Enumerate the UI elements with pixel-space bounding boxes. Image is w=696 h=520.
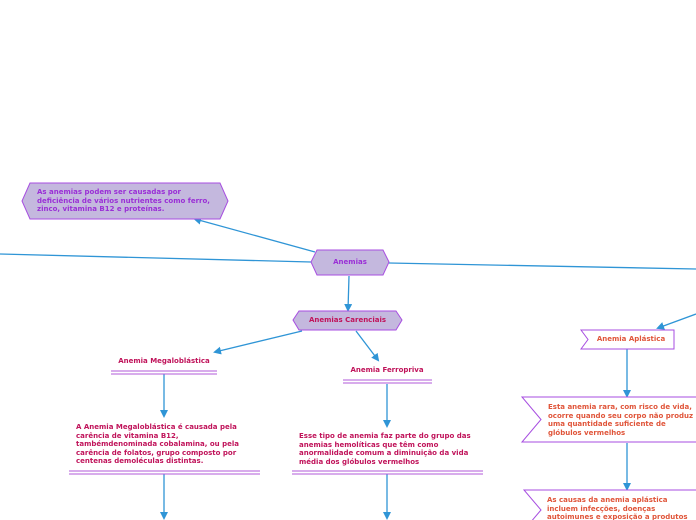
ferropriva-description-text[interactable]: Esse tipo de anemia faz parte do grupo d… [299,432,471,466]
aplastica-node-shape[interactable] [580,329,675,350]
aplastica-description-text[interactable]: Esta anemia rara, com risco de vida, oco… [548,403,694,437]
carenciais-node-label[interactable]: Anemias Carenciais [308,316,387,324]
connector-root-to-carenciais [344,275,353,312]
aplastica-node-label[interactable]: Anemia Aplástica [596,335,666,343]
megaloblastica-description-text[interactable]: A Anemia Megaloblástica é causada pela c… [76,423,239,466]
connector-right-to-aplastica [656,313,696,330]
connector-root-left-offscreen [0,253,312,263]
connector-carenciais-to-ferropriva [355,330,380,362]
connector-root-right-offscreen [388,262,696,270]
connector-root-to-note [193,216,316,253]
note-causes-shape[interactable] [21,182,229,220]
note-causes-text: As anemias podem ser causadas por defici… [37,188,210,214]
connector-carenciais-to-megaloblastica [213,330,303,355]
ferropriva-node-label[interactable]: Anemia Ferropriva [350,366,424,374]
aplastica-description-shape[interactable] [520,396,696,443]
root-node-label[interactable]: Anemias [333,258,367,266]
carenciais-node-shape[interactable] [292,310,403,331]
root-node-shape[interactable] [310,249,390,276]
aplastica-causes-shape[interactable] [522,489,696,520]
megaloblastica-node-label[interactable]: Anemia Megaloblástica [118,357,210,365]
aplastica-causes-text[interactable]: As causas da anemia aplástica incluem in… [547,496,688,520]
